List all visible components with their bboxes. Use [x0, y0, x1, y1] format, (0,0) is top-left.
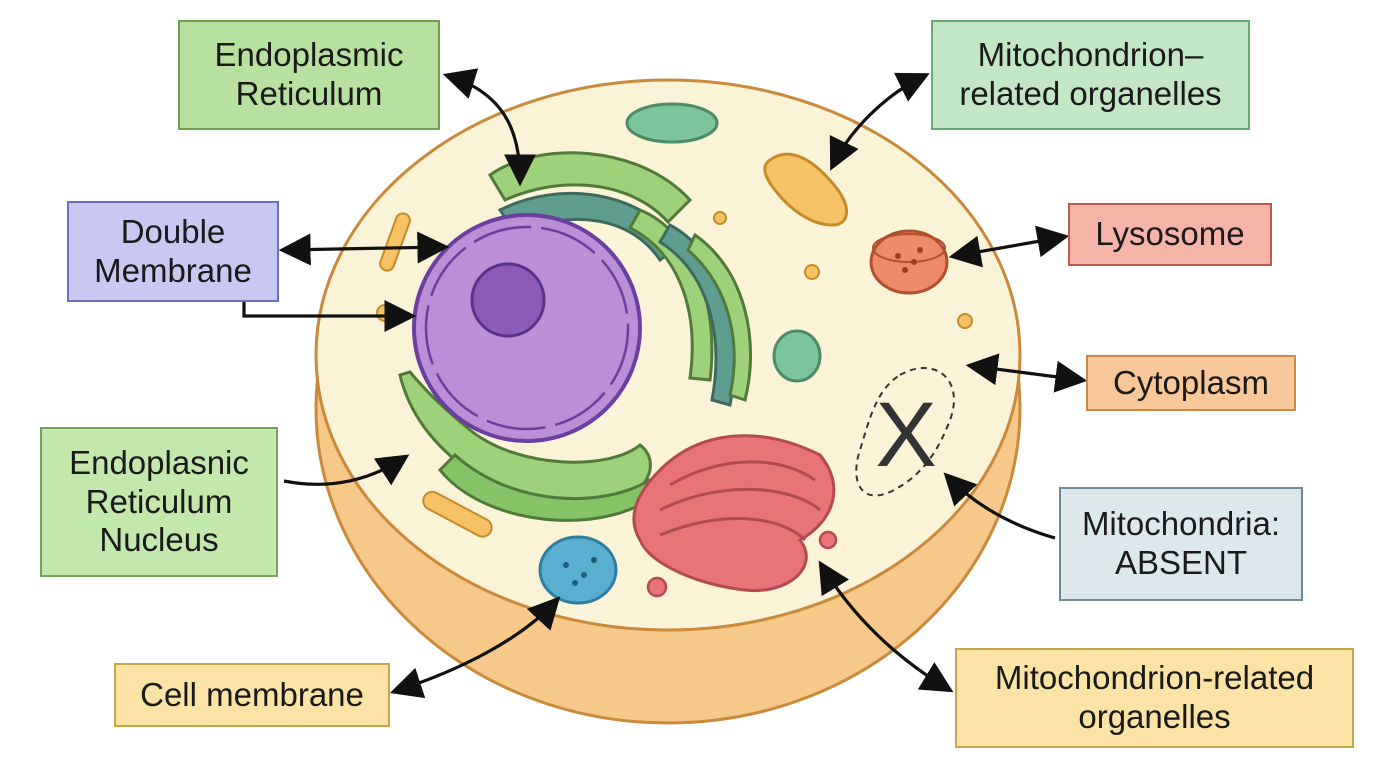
nuclear-inner-membrane: [424, 225, 630, 431]
absent-x-mark: X: [875, 384, 936, 486]
label-line: Endoplasnic: [69, 443, 249, 481]
label-line: Mitochondria:: [1081, 505, 1281, 543]
label-mitochondrion-related-top: Mitochondrion– related organelles: [931, 20, 1250, 130]
mitochondrion-related-organelle-orange: [763, 152, 848, 227]
label-mitochondria-absent: Mitochondria: ABSENT: [1059, 487, 1303, 601]
label-line: organelles: [1078, 698, 1231, 735]
nucleolus: [470, 262, 546, 338]
arrow-double-membrane: [278, 231, 450, 266]
label-cell-membrane: Cell membrane: [114, 663, 390, 727]
lysosome-organelle: [869, 229, 949, 295]
mitochondrion-related-organelle-green: [625, 102, 719, 144]
label-line: Lysosome: [1095, 215, 1245, 253]
label-line: Double: [120, 212, 226, 250]
arrow-cell-membrane: [389, 596, 561, 699]
label-line: related organelles: [959, 75, 1222, 112]
golgi-apparatus: [632, 434, 838, 598]
blue-vesicle: [538, 535, 618, 605]
absent-mitochondria-outline: X: [855, 366, 955, 497]
label-line: Mitochondrion-related: [994, 659, 1315, 697]
label-endoplasmic-reticulum-nucleus: Endoplasnic Reticulum Nucleus: [40, 427, 278, 577]
arrow-cytoplasm: [965, 353, 1088, 393]
label-cytoplasm: Cytoplasm: [1086, 355, 1296, 411]
nucleus: [412, 213, 642, 443]
endoplasmic-reticulum-top: [487, 151, 752, 407]
label-line: Endoplasmic: [214, 36, 404, 74]
label-line: Mitochondrion–: [977, 36, 1204, 74]
label-line: Cell membrane: [140, 675, 364, 713]
arrow-double-membrane-inner: [242, 300, 417, 332]
label-line: Reticulum: [235, 75, 383, 112]
arrow-mito-absent: [943, 472, 1056, 540]
label-line: Membrane: [94, 251, 252, 289]
label-lysosome: Lysosome: [1068, 203, 1272, 266]
arrow-mito-top: [829, 72, 930, 171]
label-line: Reticulum: [85, 482, 233, 520]
label-mitochondrion-related-bottom: Mitochondrion-related organelles: [955, 648, 1354, 748]
arrow-mito-bottom: [818, 560, 954, 693]
arrow-er-bottom: [283, 454, 410, 486]
label-line: Nucleus: [99, 521, 219, 559]
arrow-lysosome: [948, 225, 1070, 268]
pointer-arrows: [242, 68, 1088, 699]
arrow-er-top: [442, 68, 536, 187]
label-line: ABSENT: [1114, 544, 1248, 581]
label-endoplasmic-reticulum-top: Endoplasmic Reticulum: [178, 20, 440, 130]
green-vesicle: [772, 329, 822, 383]
label-double-membrane: Double Membrane: [67, 201, 279, 302]
label-line: Cytoplasm: [1113, 363, 1269, 401]
